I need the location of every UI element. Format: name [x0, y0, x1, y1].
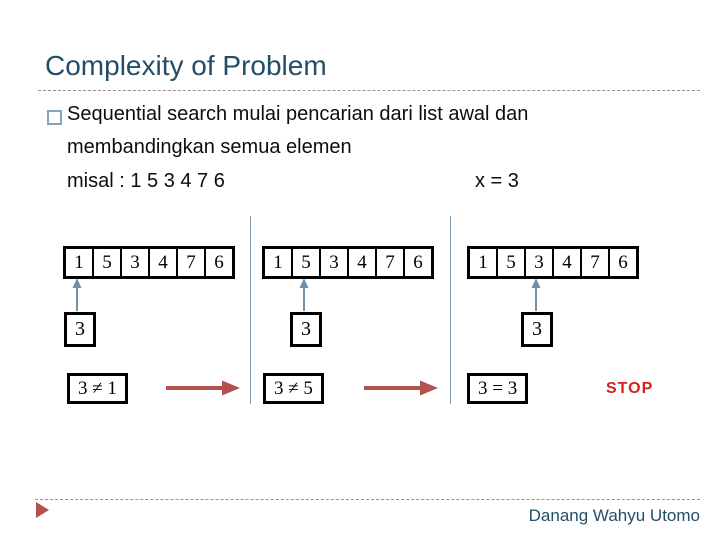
next-step-arrow-icon: [364, 380, 438, 396]
array-cell: 7: [581, 248, 609, 277]
array-cell: 5: [292, 248, 320, 277]
column-divider: [250, 216, 251, 404]
bullet-text-line1: Sequential search mulai pencarian dari l…: [67, 103, 529, 125]
key-box-step1: 3: [64, 312, 96, 347]
array-cell: 3: [121, 248, 149, 277]
array-cell: 6: [205, 248, 233, 277]
array-cell: 1: [264, 248, 292, 277]
array-cell: 4: [348, 248, 376, 277]
array-cell: 1: [469, 248, 497, 277]
array-step1: 1 5 3 4 7 6: [63, 246, 235, 279]
footer-divider: [35, 499, 700, 500]
search-key-text: x = 3: [475, 170, 519, 192]
column-divider: [450, 216, 451, 404]
array-cell: 7: [376, 248, 404, 277]
bullet-text-line2: membandingkan semua elemen: [67, 136, 352, 158]
comparison-box-step3: 3 = 3: [467, 373, 529, 404]
array-cell: 6: [404, 248, 432, 277]
play-triangle-icon: [36, 502, 49, 518]
author-name: Danang Wahyu Utomo: [528, 506, 700, 525]
comparison-box-step2: 3 ≠ 5: [263, 373, 324, 404]
page-title: Complexity of Problem: [45, 50, 327, 81]
key-box-step2: 3: [290, 312, 322, 347]
array-step3: 1 5 3 4 7 6: [467, 246, 639, 279]
pointer-up-arrow-icon: [299, 278, 309, 311]
pointer-up-arrow-icon: [72, 278, 82, 311]
next-step-arrow-icon: [166, 380, 240, 396]
comparison-box-step1: 3 ≠ 1: [67, 373, 128, 404]
array-cell: 6: [609, 248, 637, 277]
array-cell: 4: [553, 248, 581, 277]
pointer-up-arrow-icon: [531, 278, 541, 311]
array-cell: 3: [320, 248, 348, 277]
array-cell: 5: [497, 248, 525, 277]
array-cell: 1: [65, 248, 93, 277]
array-cell: 5: [93, 248, 121, 277]
key-box-step3: 3: [521, 312, 553, 347]
array-cell: 3: [525, 248, 553, 277]
stop-label: STOP: [606, 380, 654, 397]
array-cell: 4: [149, 248, 177, 277]
bullet-square-icon: [47, 110, 62, 125]
example-list-text: misal : 1 5 3 4 7 6: [67, 170, 225, 192]
array-cell: 7: [177, 248, 205, 277]
title-divider: [38, 90, 700, 91]
array-step2: 1 5 3 4 7 6: [262, 246, 434, 279]
